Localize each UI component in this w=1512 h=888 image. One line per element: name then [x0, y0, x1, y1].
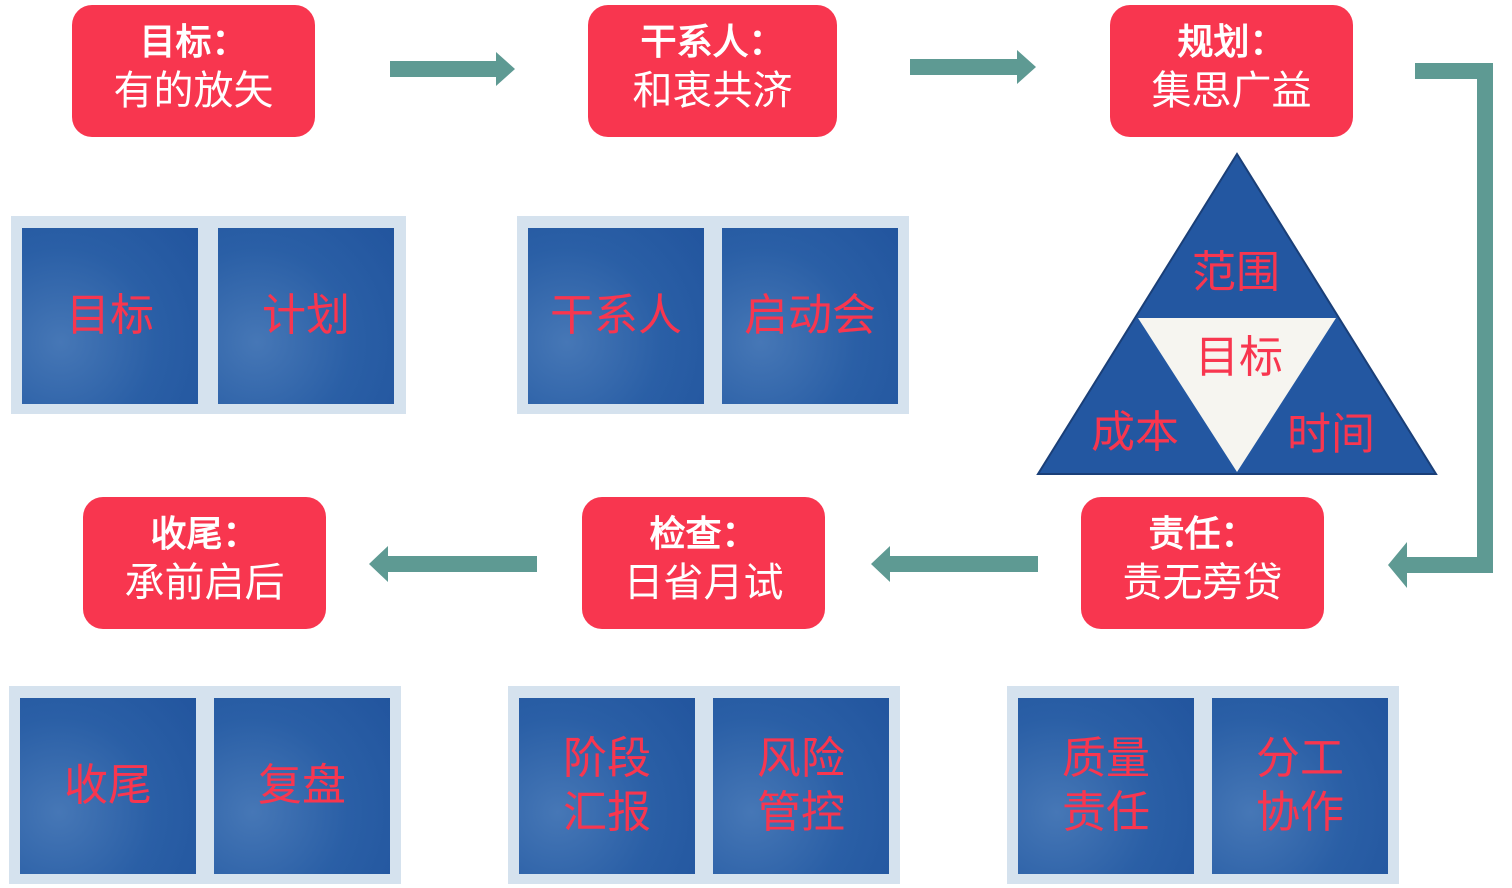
panel-check: 阶段汇报 风险管控 [508, 686, 900, 884]
tile-stakeholder: 干系人 [528, 228, 704, 404]
tile-risk-control: 风险管控 [713, 698, 889, 874]
stage-stakeholder: 干系人： 和衷共济 [588, 5, 837, 137]
arrow-responsibility-to-check [871, 546, 1038, 582]
triangle-center [1138, 318, 1336, 472]
triangle-label-goal: 目标 [1195, 332, 1283, 383]
stage-check-title: 检查： [649, 514, 758, 555]
stage-planning: 规划： 集思广益 [1110, 5, 1353, 137]
stage-check-subtitle: 日省月试 [623, 560, 784, 606]
tile-kickoff: 启动会 [722, 228, 898, 404]
tile-division-collaboration: 分工协作 [1212, 698, 1388, 874]
stage-stakeholder-title: 干系人： [640, 22, 785, 63]
tile-closing: 收尾 [20, 698, 196, 874]
tile-quality-responsibility: 质量责任 [1018, 698, 1194, 874]
stage-goal: 目标： 有的放矢 [72, 5, 315, 137]
stage-goal-title: 目标： [139, 22, 248, 63]
triangle-label-scope: 范围 [1192, 247, 1280, 298]
triangle-outer [1036, 152, 1438, 475]
arrow-stakeholder-to-planning [910, 50, 1036, 84]
tile-goal: 目标 [22, 228, 198, 404]
stage-goal-subtitle: 有的放矢 [113, 68, 274, 114]
panel-goal: 目标 计划 [11, 216, 406, 414]
arrow-goal-to-stakeholder [390, 52, 515, 86]
stage-planning-subtitle: 集思广益 [1151, 68, 1312, 114]
arrow-check-to-closing [369, 546, 537, 582]
stage-responsibility: 责任： 责无旁贷 [1081, 497, 1324, 629]
stage-responsibility-title: 责任： [1148, 514, 1257, 555]
stage-check: 检查： 日省月试 [582, 497, 825, 629]
arrow-planning-to-responsibility [1388, 63, 1493, 588]
triple-constraint-triangle [1036, 152, 1438, 475]
tile-review: 复盘 [214, 698, 390, 874]
stage-closing-subtitle: 承前启后 [124, 560, 285, 606]
panel-stakeholder: 干系人 启动会 [517, 216, 909, 414]
stage-planning-title: 规划： [1177, 22, 1286, 63]
stage-stakeholder-subtitle: 和衷共济 [632, 68, 793, 114]
stage-closing-title: 收尾： [150, 514, 259, 555]
panel-responsibility: 质量责任 分工协作 [1007, 686, 1399, 884]
triangle-label-time: 时间 [1287, 409, 1375, 460]
stage-closing: 收尾： 承前启后 [83, 497, 326, 629]
triangle-label-cost: 成本 [1091, 407, 1179, 458]
tile-plan: 计划 [218, 228, 394, 404]
stage-responsibility-subtitle: 责无旁贷 [1122, 560, 1283, 606]
tile-phase-report: 阶段汇报 [519, 698, 695, 874]
panel-closing: 收尾 复盘 [9, 686, 401, 884]
